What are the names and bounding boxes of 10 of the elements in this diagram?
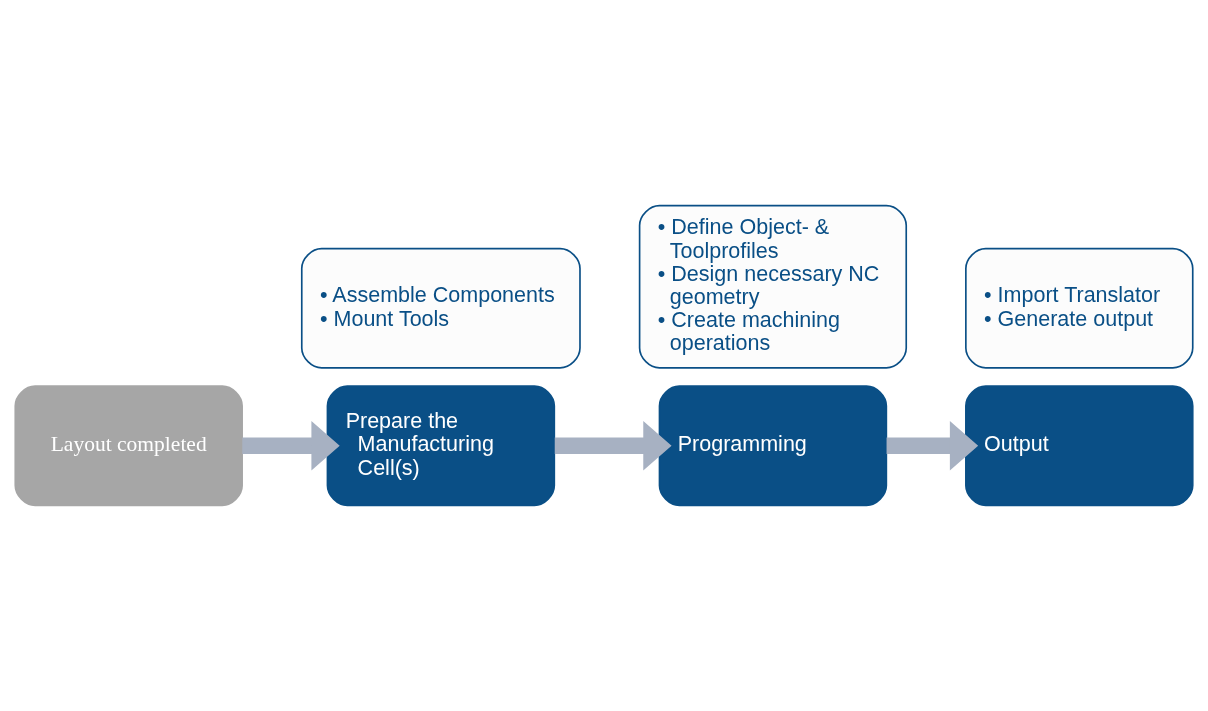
node-box: Programming <box>658 385 888 507</box>
arrow <box>554 420 672 471</box>
node-box: • Assemble Components • Mount Tools <box>300 247 581 369</box>
node-box: • Import Translator • Generate output <box>965 247 1194 369</box>
node-box: Prepare the Manufacturing Cell(s) <box>326 385 556 507</box>
arrow <box>242 420 340 471</box>
arrow <box>886 420 979 471</box>
node-box: Layout completed <box>14 385 243 507</box>
node-box: • Define Object- & Toolprofiles • Design necessary NC geometry • Create machining operations <box>638 204 908 369</box>
node-box: Output <box>965 385 1194 507</box>
